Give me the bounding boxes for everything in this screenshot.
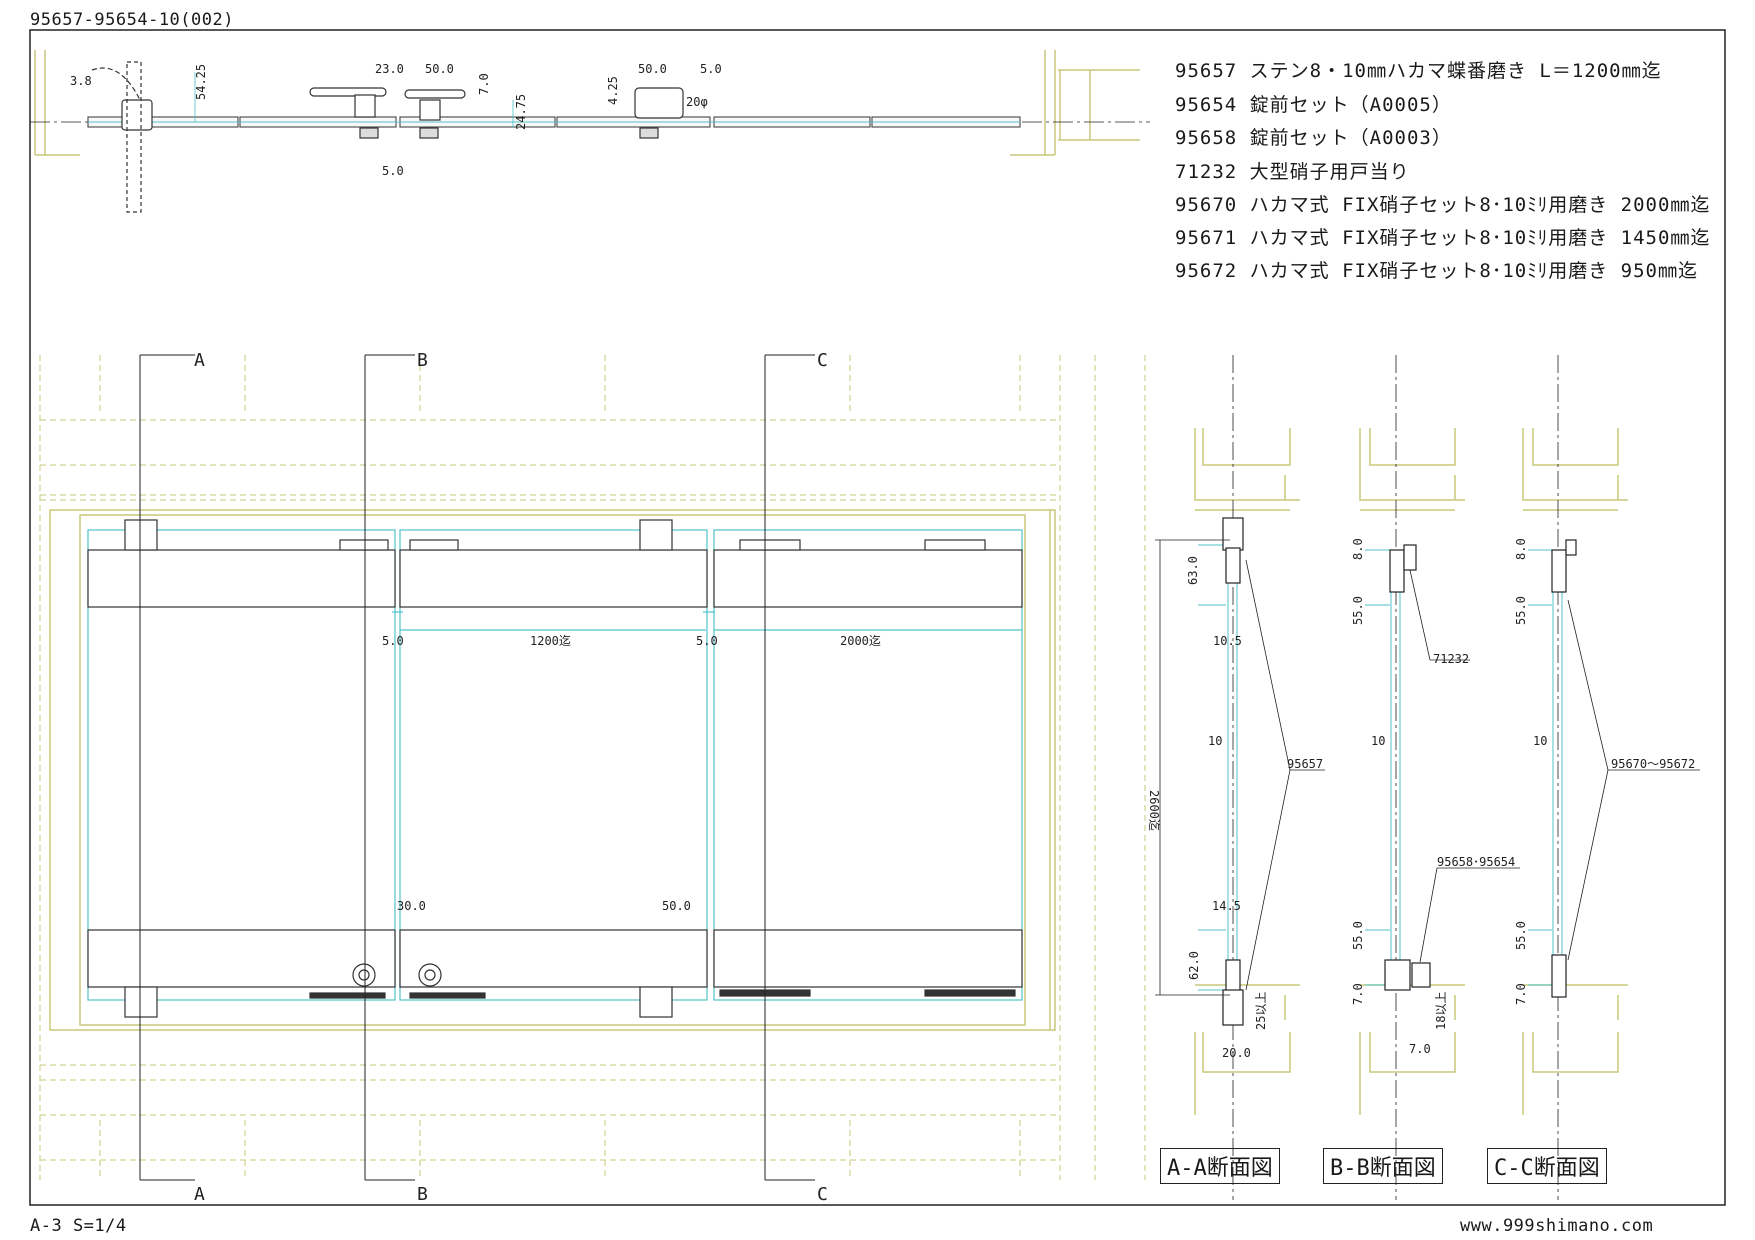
part-desc: ハカマ式 FIX硝子セット8･10ﾐﾘ用磨き 950㎜迄 bbox=[1249, 260, 1698, 282]
elevation-dimensions: 5.0 1200迄 5.0 2000迄 30.0 50.0 bbox=[382, 634, 881, 913]
part-code: 95658 bbox=[1175, 127, 1238, 149]
dim-text: 20φ bbox=[686, 95, 708, 109]
dim-text: 5.0 bbox=[700, 62, 722, 76]
section-mark-a-bottom: A bbox=[194, 1184, 205, 1205]
dim-text: 5.0 bbox=[382, 634, 404, 648]
dim-text: 10.5 bbox=[1213, 634, 1242, 648]
dim-text: 8.0 bbox=[1351, 538, 1365, 560]
dim-text: 3.8 bbox=[70, 74, 92, 88]
part-desc: 錠前セット（A0005） bbox=[1249, 94, 1452, 116]
section-mark-b-top: B bbox=[417, 350, 428, 371]
section-c-c: 8.0 55.0 10 95670～95672 55.0 7.0 bbox=[1514, 355, 1700, 1200]
dim-text: 7.0 bbox=[477, 73, 491, 95]
dim-text: 95670～95672 bbox=[1611, 757, 1695, 771]
drawing-id: 95657-95654-10(002) bbox=[30, 10, 234, 30]
dim-text: 7.0 bbox=[1351, 983, 1365, 1005]
elevation-hardware bbox=[124, 519, 1016, 1018]
dim-text: 71232 bbox=[1433, 652, 1469, 666]
part-item: 71232 大型硝子用戸当り bbox=[1175, 157, 1410, 184]
dim-text: 50.0 bbox=[638, 62, 667, 76]
part-item: 95658 錠前セット（A0003） bbox=[1175, 123, 1452, 150]
plan-dimensions: 3.8 54.25 23.0 50.0 7.0 24.75 50.0 5.0 4… bbox=[70, 62, 722, 178]
dim-text: 62.0 bbox=[1187, 951, 1201, 980]
section-mark-c-bottom: C bbox=[817, 1184, 828, 1205]
dim-text: 14.5 bbox=[1212, 899, 1241, 913]
section-title-c: C-C断面図 bbox=[1487, 1148, 1607, 1184]
dim-text: 1200迄 bbox=[530, 634, 571, 648]
plan-frame bbox=[34, 50, 1140, 156]
part-code: 95657 bbox=[1175, 60, 1238, 82]
section-b-b: 8.0 55.0 71232 10 95658･95654 55.0 7.0 1… bbox=[1351, 355, 1520, 1200]
section-mark-c-top: C bbox=[817, 350, 828, 371]
dim-text: 55.0 bbox=[1514, 921, 1528, 950]
dim-text: 8.0 bbox=[1514, 538, 1528, 560]
section-a-a: 2600迄 63.0 10.5 10 95657 14.5 62.0 25以上 … bbox=[1147, 355, 1325, 1200]
dim-text: 7.0 bbox=[1409, 1042, 1431, 1056]
part-item: 95671 ハカマ式 FIX硝子セット8･10ﾐﾘ用磨き 1450㎜迄 bbox=[1175, 223, 1710, 250]
dim-text: 2000迄 bbox=[840, 634, 881, 648]
section-cut-lines bbox=[139, 354, 815, 1181]
dim-text: 50.0 bbox=[662, 899, 691, 913]
section-marks: A A B B C C bbox=[194, 350, 828, 1205]
section-mark-b-bottom: B bbox=[417, 1184, 428, 1205]
dim-text: 23.0 bbox=[375, 62, 404, 76]
dim-text: 5.0 bbox=[382, 164, 404, 178]
dim-text: 50.0 bbox=[425, 62, 454, 76]
dim-text: 55.0 bbox=[1351, 921, 1365, 950]
part-code: 95671 bbox=[1175, 227, 1238, 249]
dim-text: 54.25 bbox=[194, 64, 208, 100]
scale-label: A-3 S=1/4 bbox=[30, 1216, 127, 1236]
dim-text: 55.0 bbox=[1351, 596, 1365, 625]
part-item: 95670 ハカマ式 FIX硝子セット8･10ﾐﾘ用磨き 2000㎜迄 bbox=[1175, 190, 1710, 217]
website-url: www.999shimano.com bbox=[1460, 1216, 1654, 1236]
dim-text: 4.25 bbox=[606, 76, 620, 105]
part-item: 95672 ハカマ式 FIX硝子セット8･10ﾐﾘ用磨き 950㎜迄 bbox=[1175, 256, 1698, 283]
dim-text: 63.0 bbox=[1186, 556, 1200, 585]
plan-view: 3.8 54.25 23.0 50.0 7.0 24.75 50.0 5.0 4… bbox=[30, 50, 1150, 213]
dim-text: 24.75 bbox=[514, 94, 528, 130]
part-code: 95672 bbox=[1175, 260, 1238, 282]
part-desc: ハカマ式 FIX硝子セット8･10ﾐﾘ用磨き 1450㎜迄 bbox=[1249, 227, 1711, 249]
dim-text: 5.0 bbox=[696, 634, 718, 648]
plan-hardware bbox=[91, 61, 684, 213]
elevation-frame bbox=[49, 509, 1056, 1031]
dim-text: 55.0 bbox=[1514, 596, 1528, 625]
part-code: 71232 bbox=[1175, 161, 1238, 183]
dim-text: 10 bbox=[1371, 734, 1385, 748]
part-item: 95657 ステン8・10㎜ハカマ蝶番磨き L＝1200㎜迄 bbox=[1175, 56, 1662, 83]
dim-text: 30.0 bbox=[397, 899, 426, 913]
part-desc: 錠前セット（A0003） bbox=[1249, 127, 1452, 149]
dim-text: 2600迄 bbox=[1147, 790, 1161, 831]
elevation-glass bbox=[87, 529, 1023, 1001]
sheet-border bbox=[29, 29, 1726, 1206]
section-title-a: A-A断面図 bbox=[1160, 1148, 1280, 1184]
dim-text: 95658･95654 bbox=[1437, 855, 1515, 869]
dim-text: 10 bbox=[1533, 734, 1547, 748]
part-desc: ハカマ式 FIX硝子セット8･10ﾐﾘ用磨き 2000㎜迄 bbox=[1249, 194, 1711, 216]
part-code: 95670 bbox=[1175, 194, 1238, 216]
dim-text: 20.0 bbox=[1222, 1046, 1251, 1060]
elevation-rails bbox=[87, 549, 1023, 988]
part-desc: 大型硝子用戸当り bbox=[1249, 161, 1410, 183]
dim-text: 25以上 bbox=[1254, 992, 1268, 1030]
elevation-view: A A B B C C 5.0 1200迄 5.0 2000迄 30.0 50.… bbox=[39, 350, 1146, 1205]
part-desc: ステン8・10㎜ハカマ蝶番磨き L＝1200㎜迄 bbox=[1249, 60, 1662, 82]
part-code: 95654 bbox=[1175, 94, 1238, 116]
dim-text: 10 bbox=[1208, 734, 1222, 748]
part-item: 95654 錠前セット（A0005） bbox=[1175, 90, 1452, 117]
section-title-b: B-B断面図 bbox=[1323, 1148, 1443, 1184]
dim-text: 7.0 bbox=[1514, 983, 1528, 1005]
dim-text: 18以上 bbox=[1434, 992, 1448, 1030]
section-mark-a-top: A bbox=[194, 350, 205, 371]
dim-text: 95657 bbox=[1287, 757, 1323, 771]
elevation-dashed-grid bbox=[39, 355, 1146, 1180]
